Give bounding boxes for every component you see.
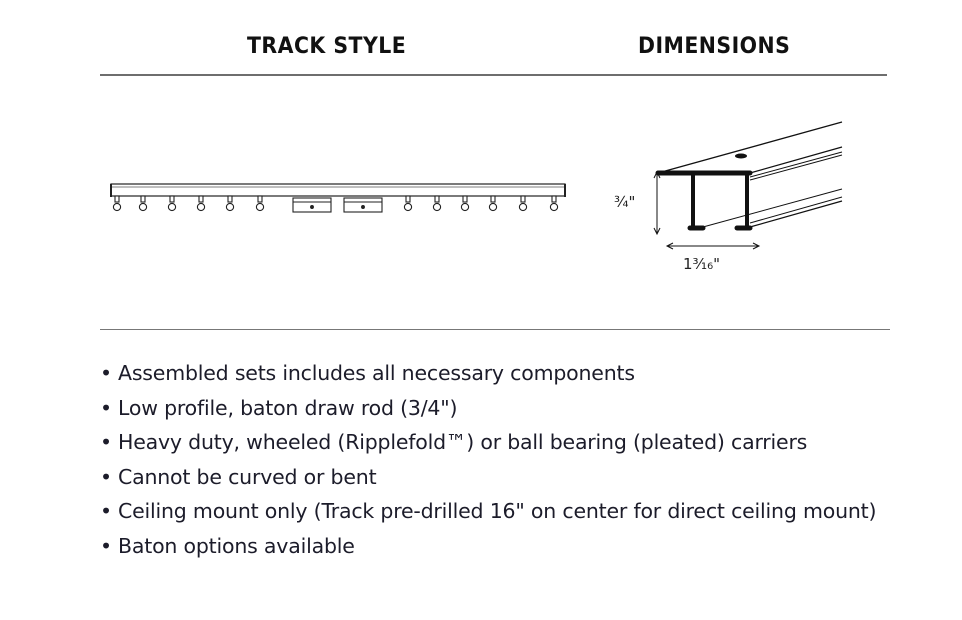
feature-item: •Heavy duty, wheeled (Ripplefold™) or ba… — [100, 425, 876, 460]
track-side-view-illustration — [110, 183, 566, 213]
feature-item: •Cannot be curved or bent — [100, 460, 876, 495]
dimensions-heading: DIMENSIONS — [638, 34, 791, 59]
bullet-icon: • — [100, 533, 112, 558]
header-divider — [100, 74, 887, 76]
height-dimension-label: ¾" — [614, 193, 636, 211]
feature-item: •Ceiling mount only (Track pre-drilled 1… — [100, 494, 876, 529]
bullet-icon: • — [100, 430, 112, 455]
section-divider — [100, 329, 890, 330]
feature-list: •Assembled sets includes all necessary c… — [100, 356, 876, 564]
bullet-icon: • — [100, 499, 112, 524]
width-dimension-label: 1³⁄₁₆" — [683, 255, 720, 273]
feature-item: •Baton options available — [100, 529, 876, 564]
track-profile-illustration — [653, 121, 843, 250]
feature-item: •Low profile, baton draw rod (3/4") — [100, 391, 876, 426]
feature-item: •Assembled sets includes all necessary c… — [100, 356, 876, 391]
bullet-icon: • — [100, 395, 112, 420]
track-style-heading: TRACK STYLE — [247, 34, 407, 59]
bullet-icon: • — [100, 464, 112, 489]
bullet-icon: • — [100, 361, 112, 385]
